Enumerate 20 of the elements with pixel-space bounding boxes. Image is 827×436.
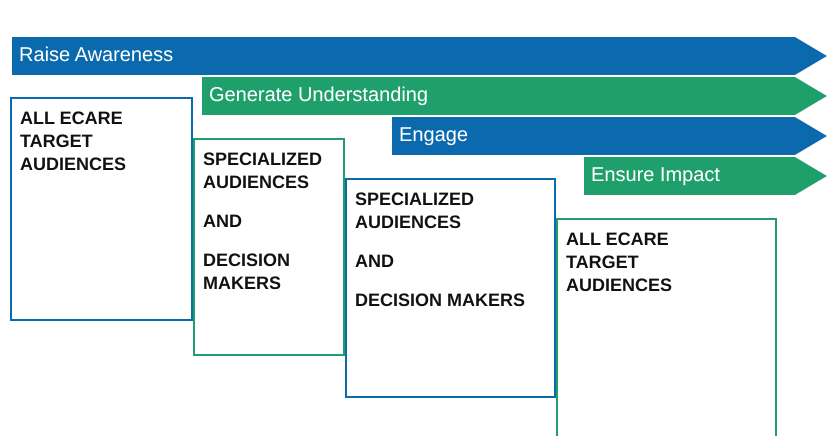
audience-text: DECISION MAKERS [203, 249, 292, 295]
stage-title: Raise Awareness [19, 44, 174, 67]
audience-box [193, 138, 345, 356]
audience-text: AND [355, 250, 395, 273]
arrow-band [12, 37, 827, 75]
audience-text: ALL ECARE TARGET AUDIENCES [566, 228, 674, 297]
audience-text: DECISION MAKERS [355, 289, 526, 312]
audience-text: SPECIALIZED AUDIENCES [355, 188, 476, 234]
audience-text: ALL ECARE TARGET AUDIENCES [20, 107, 128, 176]
stage-title: Ensure Impact [591, 164, 720, 187]
audience-text: SPECIALIZED AUDIENCES [203, 148, 324, 194]
audience-box [556, 218, 777, 436]
stage-title: Generate Understanding [209, 84, 428, 107]
arrow-band [202, 77, 827, 115]
audience-box [345, 178, 556, 398]
arrow-band [584, 157, 827, 195]
stage-title: Engage [399, 124, 468, 147]
audience-box [10, 97, 193, 321]
arrow-band [392, 117, 827, 155]
audience-text: AND [203, 210, 243, 233]
